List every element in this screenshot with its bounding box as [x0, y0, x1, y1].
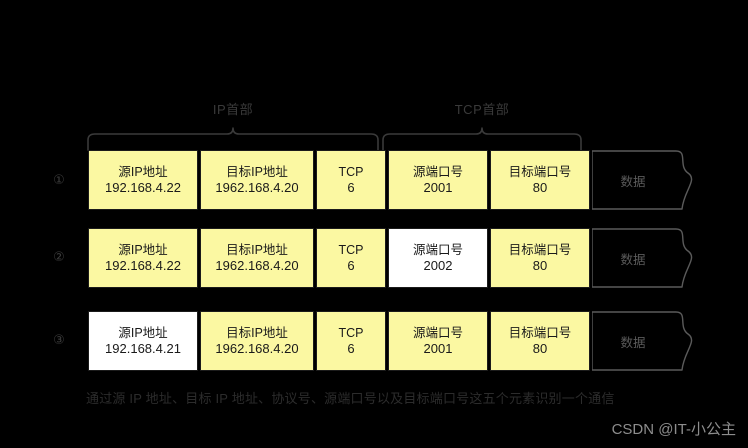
- row-marker-1: ①: [53, 172, 65, 187]
- field-value: 2002: [423, 258, 453, 273]
- field-title: 目标IP地址: [226, 165, 288, 179]
- ip-header-brace: [87, 127, 379, 151]
- watermark: CSDN @IT-小公主: [611, 421, 736, 438]
- field-title: 目标IP地址: [226, 243, 288, 257]
- field-value: 1962.168.4.20: [215, 341, 299, 356]
- field-source-port[interactable]: 源端口号 2001: [388, 150, 488, 210]
- field-source-ip[interactable]: 源IP地址 192.168.4.21: [88, 311, 198, 371]
- field-title: 源端口号: [412, 326, 463, 340]
- field-protocol[interactable]: TCP 6: [316, 228, 386, 288]
- field-value: 80: [532, 258, 548, 273]
- field-dest-port[interactable]: 目标端口号 80: [490, 311, 590, 371]
- payload-torn-edge-icon: [592, 150, 693, 210]
- field-title: 目标IP地址: [226, 326, 288, 340]
- field-title: 源IP地址: [118, 326, 168, 340]
- payload-torn-edge-icon: [592, 228, 693, 288]
- field-dest-port[interactable]: 目标端口号 80: [490, 228, 590, 288]
- field-title: TCP: [338, 165, 364, 179]
- field-dest-ip[interactable]: 目标IP地址 1962.168.4.20: [200, 311, 314, 371]
- field-value: 80: [532, 180, 548, 195]
- field-dest-port[interactable]: 目标端口号 80: [490, 150, 590, 210]
- field-value: 2001: [423, 180, 453, 195]
- figure-caption: 通过源 IP 地址、目标 IP 地址、协议号、源端口号以及目标端口号这五个元素识…: [86, 391, 615, 406]
- payload-label: 数据: [620, 252, 646, 267]
- field-title: 目标端口号: [508, 243, 572, 257]
- field-value: 6: [347, 341, 355, 356]
- row-marker-3: ③: [53, 332, 65, 347]
- field-payload[interactable]: 数据: [592, 228, 700, 288]
- payload-label: 数据: [620, 174, 646, 189]
- field-value: 6: [347, 180, 355, 195]
- field-protocol[interactable]: TCP 6: [316, 311, 386, 371]
- field-protocol[interactable]: TCP 6: [316, 150, 386, 210]
- field-title: 源IP地址: [118, 165, 168, 179]
- field-title: TCP: [338, 326, 364, 340]
- payload-label: 数据: [620, 335, 646, 350]
- packet-row: 源IP地址 192.168.4.22 目标IP地址 1962.168.4.20 …: [88, 150, 700, 210]
- tcp-header-label: TCP首部: [454, 102, 510, 117]
- field-payload[interactable]: 数据: [592, 150, 700, 210]
- field-value: 6: [347, 258, 355, 273]
- field-title: 源端口号: [412, 243, 463, 257]
- field-source-ip[interactable]: 源IP地址 192.168.4.22: [88, 228, 198, 288]
- field-value: 192.168.4.22: [105, 258, 181, 273]
- payload-torn-edge-icon: [592, 311, 693, 371]
- field-title: 目标端口号: [508, 165, 572, 179]
- tcp-header-brace: [382, 127, 582, 151]
- field-value: 192.168.4.22: [105, 180, 181, 195]
- row-marker-2: ②: [53, 249, 65, 264]
- field-value: 1962.168.4.20: [215, 180, 299, 195]
- packet-row: 源IP地址 192.168.4.22 目标IP地址 1962.168.4.20 …: [88, 228, 700, 288]
- field-source-port[interactable]: 源端口号 2002: [388, 228, 488, 288]
- field-title: 源IP地址: [118, 243, 168, 257]
- field-title: 源端口号: [412, 165, 463, 179]
- packet-row: 源IP地址 192.168.4.21 目标IP地址 1962.168.4.20 …: [88, 311, 700, 371]
- field-value: 192.168.4.21: [105, 341, 181, 356]
- field-source-ip[interactable]: 源IP地址 192.168.4.22: [88, 150, 198, 210]
- field-payload[interactable]: 数据: [592, 311, 700, 371]
- field-title: 目标端口号: [508, 326, 572, 340]
- field-title: TCP: [338, 243, 364, 257]
- field-value: 1962.168.4.20: [215, 258, 299, 273]
- ip-header-label: IP首部: [212, 102, 254, 117]
- field-source-port[interactable]: 源端口号 2001: [388, 311, 488, 371]
- field-value: 2001: [423, 341, 453, 356]
- field-dest-ip[interactable]: 目标IP地址 1962.168.4.20: [200, 228, 314, 288]
- field-dest-ip[interactable]: 目标IP地址 1962.168.4.20: [200, 150, 314, 210]
- field-value: 80: [532, 341, 548, 356]
